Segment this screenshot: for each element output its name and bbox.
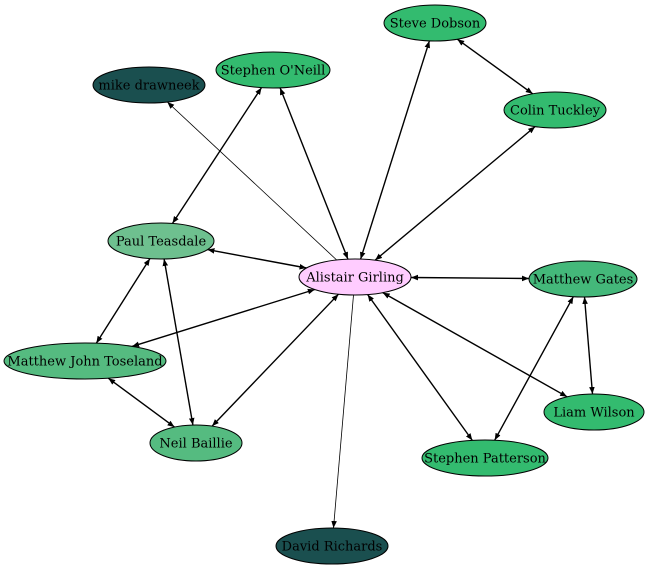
edge-alistair-stephen_o	[279, 87, 349, 260]
node-label: Steve Dobson	[390, 17, 481, 32]
node-matthew_g[interactable]: Matthew Gates	[528, 260, 638, 298]
node-stephen_p[interactable]: Stephen Patterson	[421, 439, 549, 477]
edge-alistair-stephen_p	[367, 294, 473, 441]
node-ellipse	[107, 222, 215, 260]
edge-alistair-colin	[374, 126, 536, 261]
node-ellipse	[383, 4, 487, 42]
node-ellipse	[275, 527, 389, 565]
node-ellipse	[92, 66, 206, 104]
node-stephen_o[interactable]: Stephen O'Neill	[215, 51, 331, 89]
node-label: Stephen Patterson	[424, 452, 546, 467]
edge-steve-colin	[456, 38, 534, 95]
node-label: David Richards	[282, 540, 383, 555]
node-ellipse	[543, 393, 645, 431]
edge-stephen_o-paul	[171, 87, 263, 224]
node-liam[interactable]: Liam Wilson	[543, 393, 645, 431]
edge-paul-neil	[162, 258, 195, 426]
edge-alistair-david	[331, 294, 354, 529]
node-ellipse	[3, 342, 167, 380]
node-neil[interactable]: Neil Baillie	[149, 424, 243, 462]
edge-alistair-liam	[382, 291, 568, 398]
node-paul[interactable]: Paul Teasdale	[107, 222, 215, 260]
edge-paul-matthew_jt	[95, 258, 151, 344]
node-ellipse	[503, 91, 607, 129]
node-ellipse	[149, 424, 243, 462]
edges-layer	[95, 38, 595, 529]
node-label: Neil Baillie	[159, 437, 232, 452]
node-matthew_jt[interactable]: Matthew John Toseland	[3, 342, 167, 380]
node-label: mike drawneek	[98, 79, 199, 94]
node-alistair[interactable]: Alistair Girling	[298, 258, 412, 296]
node-label: Matthew Gates	[533, 273, 634, 288]
node-david[interactable]: David Richards	[275, 527, 389, 565]
node-label: Liam Wilson	[553, 406, 635, 421]
node-label: Colin Tuckley	[510, 104, 601, 119]
edge-alistair-paul	[207, 248, 307, 270]
node-label: Matthew John Toseland	[7, 355, 162, 370]
node-ellipse	[215, 51, 331, 89]
node-label: Stephen O'Neill	[221, 64, 326, 79]
node-mike[interactable]: mike drawneek	[92, 66, 206, 104]
node-label: Alistair Girling	[305, 271, 404, 286]
edge-matthew_g-stephen_p	[494, 296, 574, 441]
edge-matthew_g-liam	[582, 296, 595, 395]
node-colin[interactable]: Colin Tuckley	[503, 91, 607, 129]
node-ellipse	[421, 439, 549, 477]
edge-alistair-neil	[211, 293, 340, 427]
edge-alistair-steve	[359, 40, 431, 260]
edge-matthew_jt-neil	[107, 377, 175, 428]
edge-alistair-matthew_g	[410, 274, 530, 282]
node-ellipse	[298, 258, 412, 296]
node-ellipse	[528, 260, 638, 298]
node-steve[interactable]: Steve Dobson	[383, 4, 487, 42]
edge-alistair-matthew_jt	[131, 288, 316, 348]
node-label: Paul Teasdale	[116, 235, 207, 250]
